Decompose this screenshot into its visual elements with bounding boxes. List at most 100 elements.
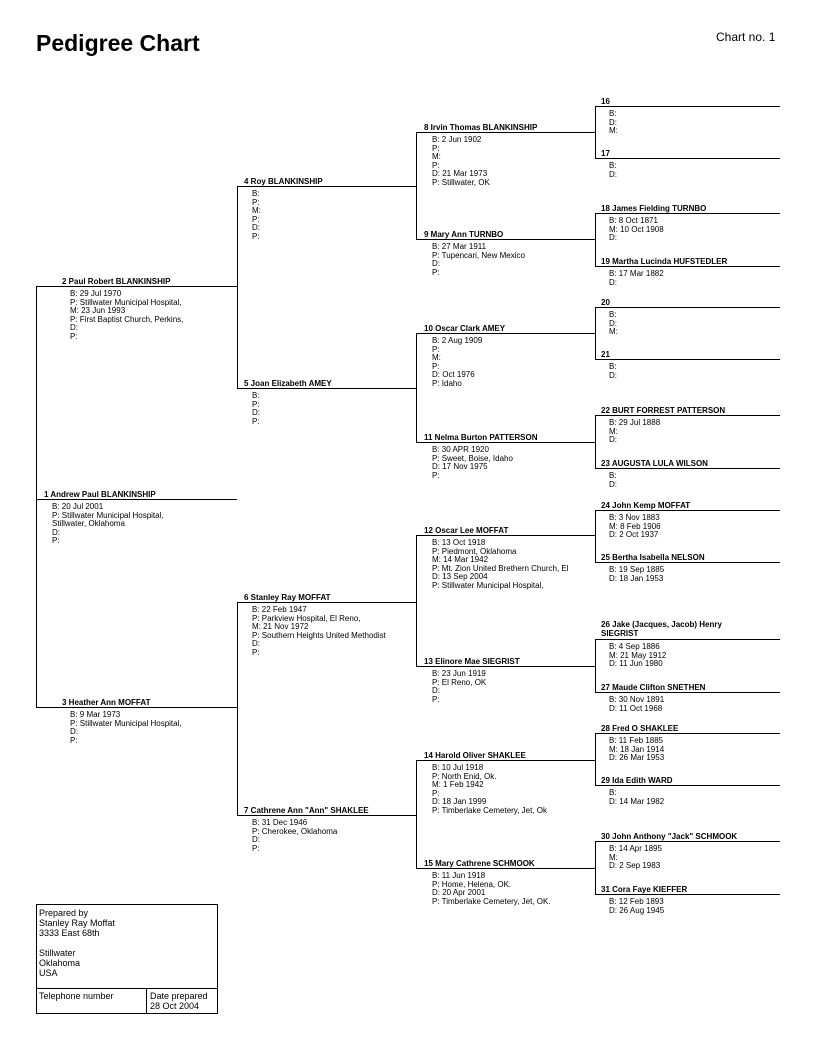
person-details-p16: B:D:M: bbox=[609, 109, 618, 136]
detail-line: M: bbox=[252, 206, 261, 215]
detail-line: P: Tupencari, New Mexico bbox=[432, 250, 525, 260]
detail-line: P: bbox=[70, 735, 78, 745]
detail-line: M: 10 Oct 1908 bbox=[609, 224, 664, 234]
detail-line: P: North Enid, Ok. bbox=[432, 771, 497, 781]
person-details-p17: B:D: bbox=[609, 161, 617, 179]
detail-line: D: bbox=[609, 370, 617, 380]
detail-line: P: bbox=[252, 214, 260, 224]
detail-line: M: 21 May 1912 bbox=[609, 650, 667, 660]
person-name-p8: 8 Irvin Thomas BLANKINSHIP bbox=[424, 123, 538, 132]
detail-line: D: 14 Mar 1982 bbox=[609, 796, 665, 806]
telephone-label: Telephone number bbox=[39, 991, 114, 1001]
detail-line: P: Mt. Zion United Brethern Church, El bbox=[432, 563, 569, 573]
detail-line: D: 18 Jan 1999 bbox=[432, 797, 487, 806]
detail-line: D: bbox=[609, 233, 617, 242]
detail-line: B: 30 Nov 1891 bbox=[609, 695, 665, 704]
detail-line: P: Piedmont, Oklahoma bbox=[432, 546, 517, 556]
detail-line: B: 4 Sep 1886 bbox=[609, 642, 660, 651]
detail-line: P: bbox=[252, 231, 260, 241]
detail-line: P: Timberlake Cemetery, Jet, Ok bbox=[432, 805, 547, 815]
detail-line: P: bbox=[432, 694, 440, 704]
detail-line: D: Oct 1976 bbox=[432, 370, 475, 379]
person-name-p21: 21 bbox=[601, 350, 610, 359]
person-name-p15: 15 Mary Cathrene SCHMOOK bbox=[424, 859, 535, 868]
detail-line: P: bbox=[432, 788, 440, 798]
detail-line: D: 11 Oct 1968 bbox=[609, 703, 663, 713]
person-name-p26: 26 Jake (Jacques, Jacob) Henry bbox=[601, 620, 722, 629]
detail-line: D: bbox=[609, 117, 617, 127]
person-name-p18: 18 James Fielding TURNBO bbox=[601, 204, 707, 213]
detail-line: D: bbox=[609, 277, 617, 287]
detail-line: D: 26 Mar 1953 bbox=[609, 753, 665, 762]
detail-line: P: bbox=[432, 344, 440, 354]
detail-line: D: 21 Mar 1973 bbox=[432, 169, 488, 178]
detail-line: D: bbox=[252, 223, 260, 232]
detail-line: D: bbox=[70, 323, 78, 332]
detail-line: M: bbox=[609, 426, 618, 436]
detail-line: P: bbox=[52, 536, 60, 545]
person-name-p5: 5 Joan Elizabeth AMEY bbox=[244, 379, 332, 388]
person-name-p22: 22 BURT FORREST PATTERSON bbox=[601, 406, 726, 415]
detail-line: D: bbox=[432, 259, 440, 268]
person-name-p14: 14 Harold Oliver SHAKLEE bbox=[424, 751, 526, 760]
chart-number: Chart no. 1 bbox=[716, 30, 776, 44]
detail-line: P: bbox=[252, 843, 260, 853]
detail-line: M: 23 Jun 1993 bbox=[70, 306, 126, 315]
detail-line: D: 11 Jun 1980 bbox=[609, 659, 663, 668]
detail-line: B: 2 Aug 1909 bbox=[432, 336, 483, 345]
detail-line: B: 8 Oct 1871 bbox=[609, 216, 658, 225]
person-name-p31: 31 Cora Faye KIEFFER bbox=[601, 885, 688, 894]
detail-line: M: 8 Feb 1906 bbox=[609, 521, 661, 531]
person-name-p25: 25 Bertha Isabella NELSON bbox=[601, 553, 705, 562]
detail-line: B: 17 Mar 1882 bbox=[609, 269, 664, 278]
person-details-p23: B:D: bbox=[609, 471, 617, 489]
detail-line: D: 20 Apr 2001 bbox=[432, 888, 486, 897]
detail-line: B: 11 Jun 1918 bbox=[432, 871, 486, 880]
detail-line: B: 2 Jun 1902 bbox=[432, 135, 482, 144]
person-name-p19: 19 Martha Lucinda HUFSTEDLER bbox=[601, 257, 728, 266]
detail-line: D: 17 Nov 1975 bbox=[432, 462, 488, 471]
preparer-line: Stanley Ray Moffat bbox=[39, 918, 115, 928]
detail-line: B: 14 Apr 1895 bbox=[609, 844, 662, 853]
detail-line: B: 13 Oct 1918 bbox=[432, 538, 486, 547]
person-name-p28: 28 Fred O SHAKLEE bbox=[601, 724, 679, 733]
person-name-p29: 29 Ida Edith WARD bbox=[601, 776, 673, 785]
detail-line: D: bbox=[609, 318, 617, 328]
date-prepared-value: 28 Oct 2004 bbox=[150, 1001, 200, 1011]
detail-line: M: 18 Jan 1914 bbox=[609, 744, 665, 754]
detail-line: D: 2 Oct 1937 bbox=[609, 530, 659, 539]
person-name-p27: 27 Maude Clifton SNETHEN bbox=[601, 683, 706, 692]
person-name-p3: 3 Heather Ann MOFFAT bbox=[62, 698, 151, 707]
detail-line: D: 18 Jan 1953 bbox=[609, 573, 664, 583]
detail-line: B: 20 Jul 2001 bbox=[52, 502, 104, 511]
detail-line: P: Home, Helena, OK. bbox=[432, 879, 512, 889]
person-name-p1: 1 Andrew Paul BLANKINSHIP bbox=[44, 490, 156, 499]
detail-line: B: 31 Dec 1946 bbox=[252, 818, 308, 827]
detail-line: M: bbox=[432, 152, 441, 161]
person-name-p20: 20 bbox=[601, 298, 610, 307]
detail-line: B: bbox=[609, 310, 617, 319]
detail-line: B: bbox=[609, 161, 617, 170]
detail-line: D: 26 Aug 1945 bbox=[609, 905, 665, 915]
person-name-cont-p26: SIEGRIST bbox=[601, 629, 639, 638]
detail-line: B: bbox=[252, 189, 260, 198]
detail-line: P: bbox=[432, 470, 440, 480]
detail-line: B: 9 Mar 1973 bbox=[70, 710, 121, 719]
person-details-p5: B:P:D:P: bbox=[252, 391, 260, 426]
detail-line: P: bbox=[252, 647, 260, 657]
preparer-line: 3333 East 68th bbox=[39, 928, 100, 938]
detail-line: P: Sweet, Boise, Idaho bbox=[432, 453, 513, 463]
detail-line: B: 12 Feb 1893 bbox=[609, 897, 664, 906]
detail-line: P: bbox=[432, 160, 440, 170]
